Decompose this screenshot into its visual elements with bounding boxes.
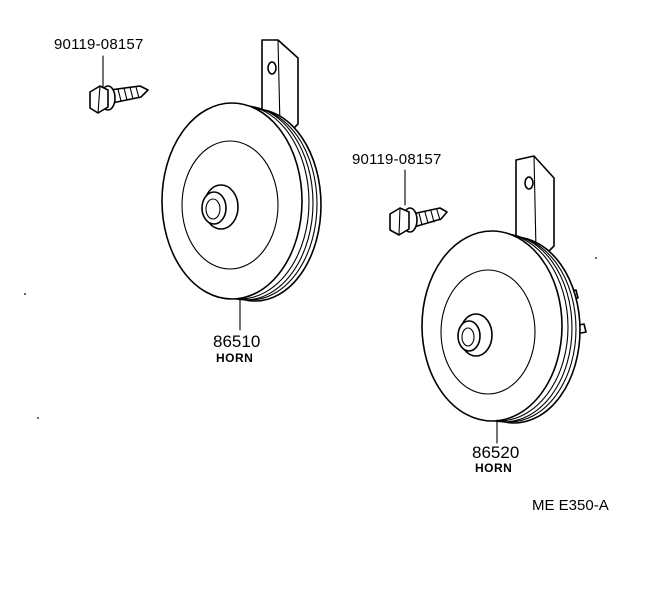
horn-right xyxy=(421,155,587,444)
scan-specks xyxy=(24,257,597,419)
bolt-right xyxy=(389,169,448,236)
bolt-right-part-number: 90119-08157 xyxy=(352,151,442,168)
horn-right-part-number: 86520 xyxy=(472,443,520,462)
horn-right-name: HORN xyxy=(475,461,513,475)
horn-left xyxy=(161,39,322,331)
bolt-left xyxy=(89,55,149,114)
diagram-code: ME E350-A xyxy=(532,497,609,514)
bolt-left-part-number: 90119-08157 xyxy=(54,36,144,53)
horn-left-name: HORN xyxy=(216,351,254,365)
horn-left-part-number: 86510 xyxy=(213,332,261,351)
